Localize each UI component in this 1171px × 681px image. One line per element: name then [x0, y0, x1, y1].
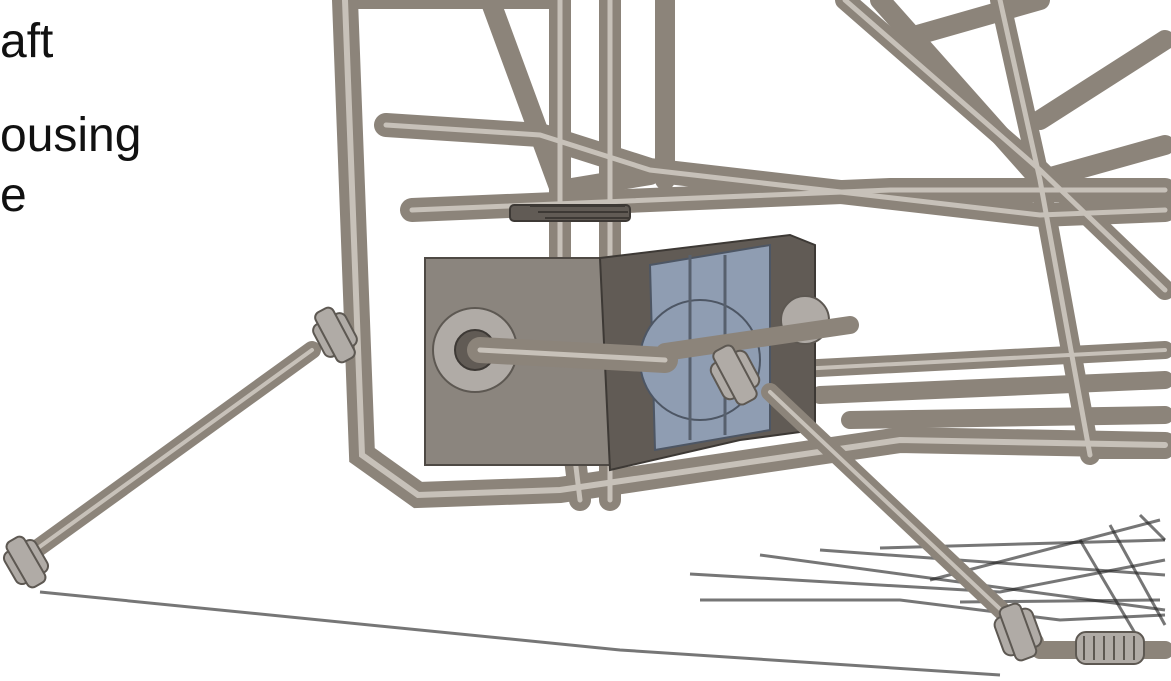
- caption-line-1: aft: [0, 15, 54, 68]
- cropped-caption: aft ousing e: [0, 0, 330, 240]
- u-joints: [2, 306, 1145, 665]
- caption-line-2: ousing: [0, 109, 142, 162]
- caption-line-3: e: [0, 169, 27, 222]
- tube-frame: [332, 0, 1171, 511]
